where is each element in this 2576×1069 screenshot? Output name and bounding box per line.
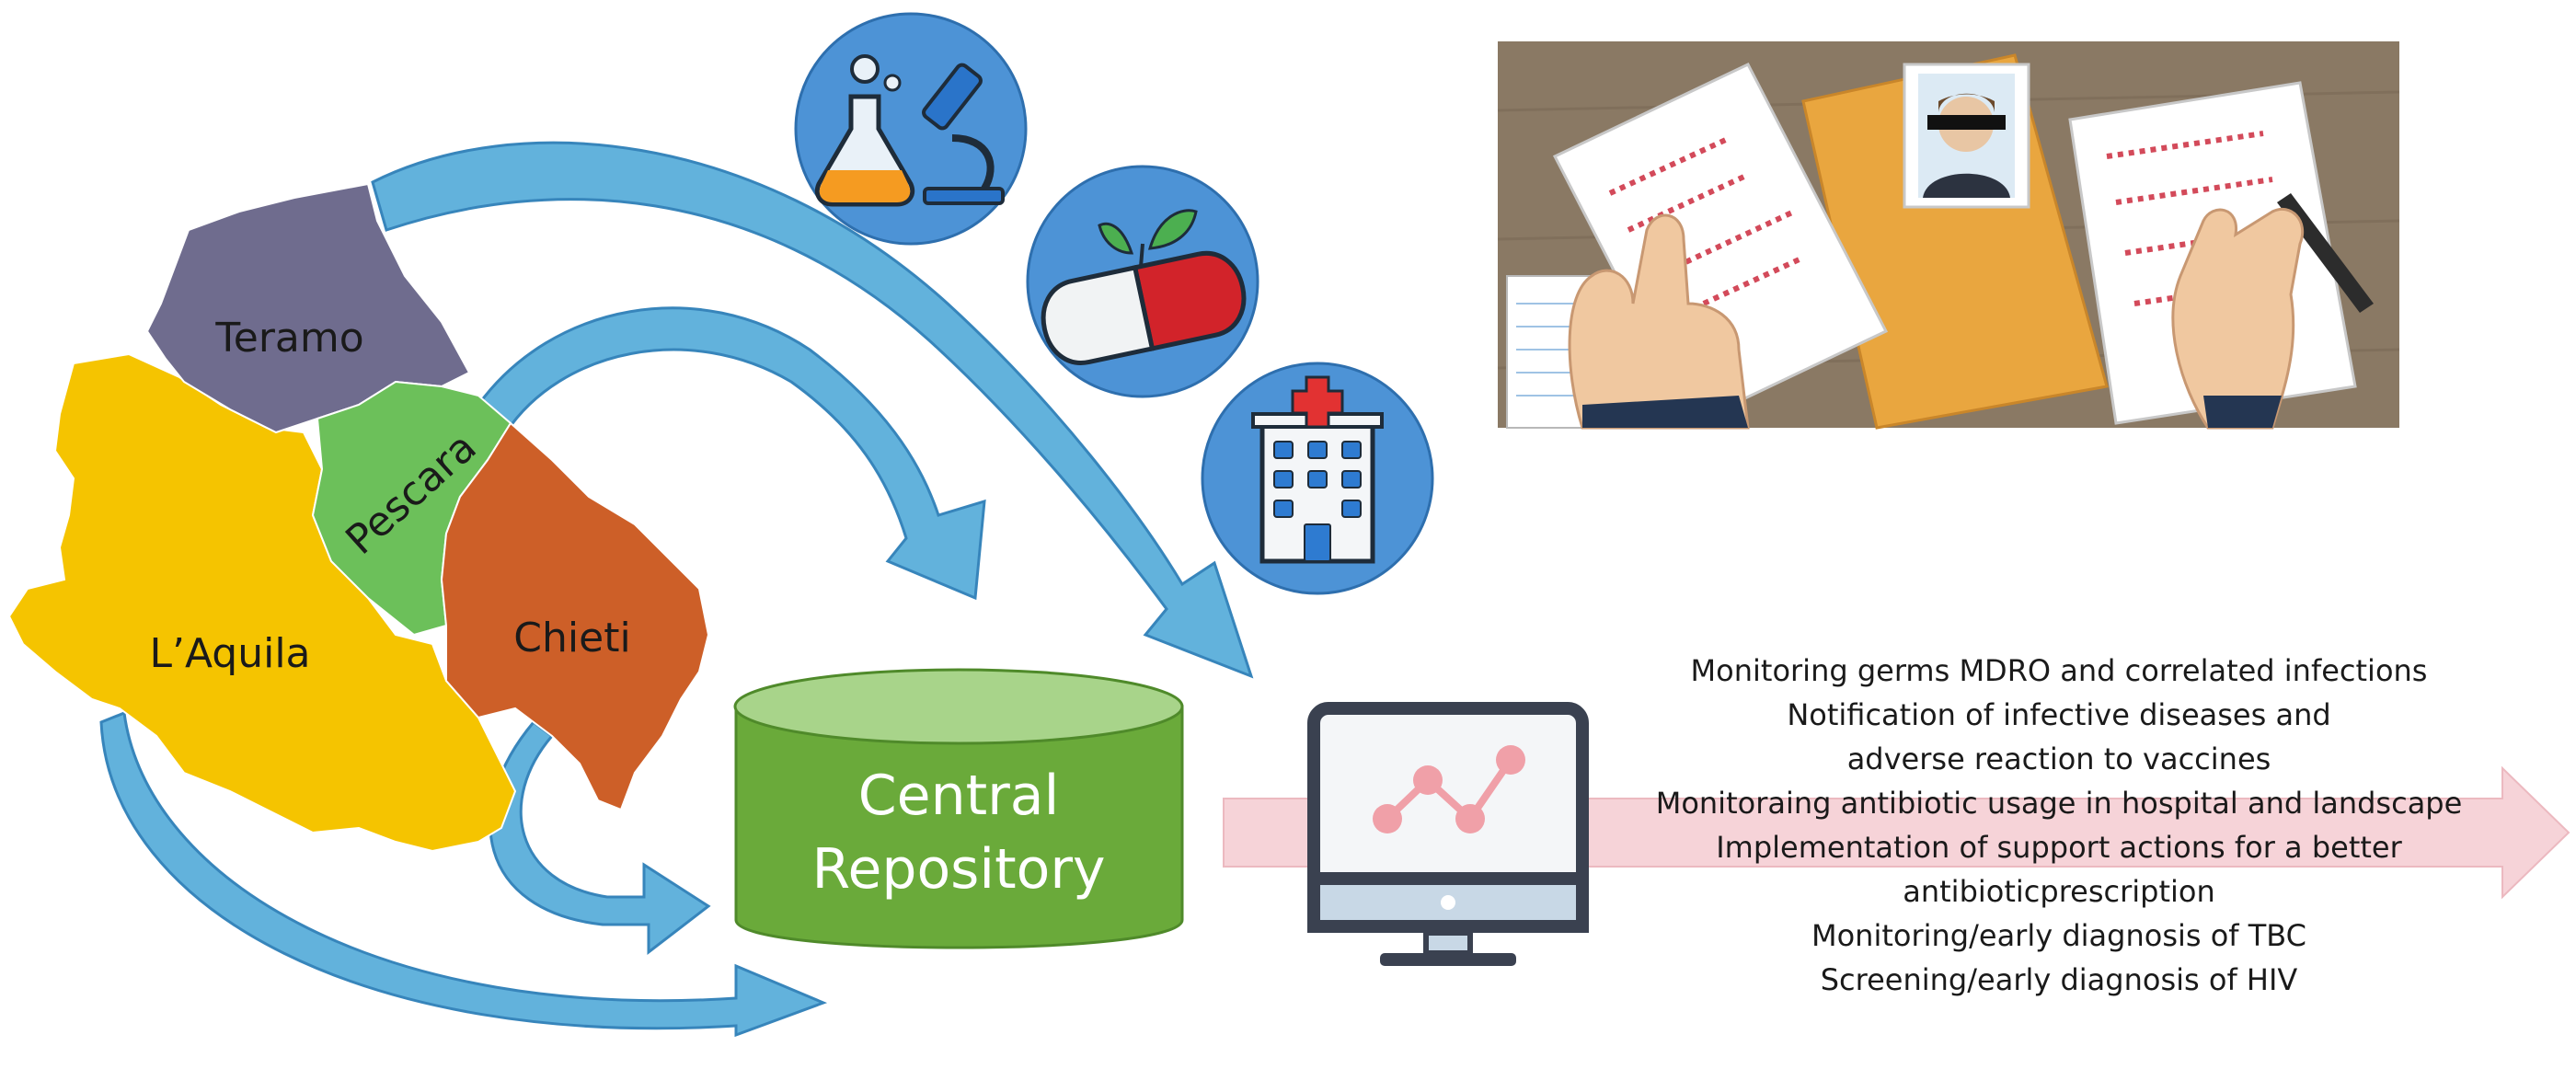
label-teramo: Teramo (214, 315, 363, 362)
label-laquila: L’Aquila (149, 630, 310, 677)
central-repository: Central Repository (733, 668, 1184, 949)
outcome-item: adverse reaction to vaccines (1847, 741, 2271, 776)
outcome-item: Monitoring/early diagnosis of TBC (1811, 918, 2306, 953)
repository-line1: Central (858, 764, 1059, 828)
outcome-item: Monitoraing antibiotic usage in hospital… (1656, 786, 2463, 821)
outcome-item: Implementation of support actions for a … (1716, 830, 2402, 865)
outcome-item: Monitoring germs MDRO and correlated inf… (1691, 653, 2428, 688)
monitor-chart-icon (1307, 702, 1589, 966)
province-chieti[interactable] (440, 421, 710, 811)
region-map: Teramo Pescara L’Aquila Chieti (7, 182, 710, 853)
outcomes-list: Monitoring germs MDRO and correlated inf… (1656, 653, 2463, 997)
medicine-icon (1026, 165, 1259, 398)
patient-records-illustration (1497, 41, 2400, 430)
outcome-item: antibioticprescription (1903, 874, 2215, 909)
flow-arrow-pescara (477, 306, 986, 601)
flow-arrow-teramo (371, 141, 1254, 679)
flow-arrow-laquila (99, 710, 828, 1038)
laboratory-icon (794, 12, 1028, 246)
repository-line2: Repository (811, 837, 1105, 902)
hospital-icon (1201, 362, 1434, 595)
flow-arrows (99, 141, 1254, 1038)
outcome-item: Notification of infective diseases and (1787, 697, 2330, 732)
outcome-item: Screening/early diagnosis of HIV (1821, 962, 2298, 997)
label-chieti: Chieti (513, 615, 630, 661)
